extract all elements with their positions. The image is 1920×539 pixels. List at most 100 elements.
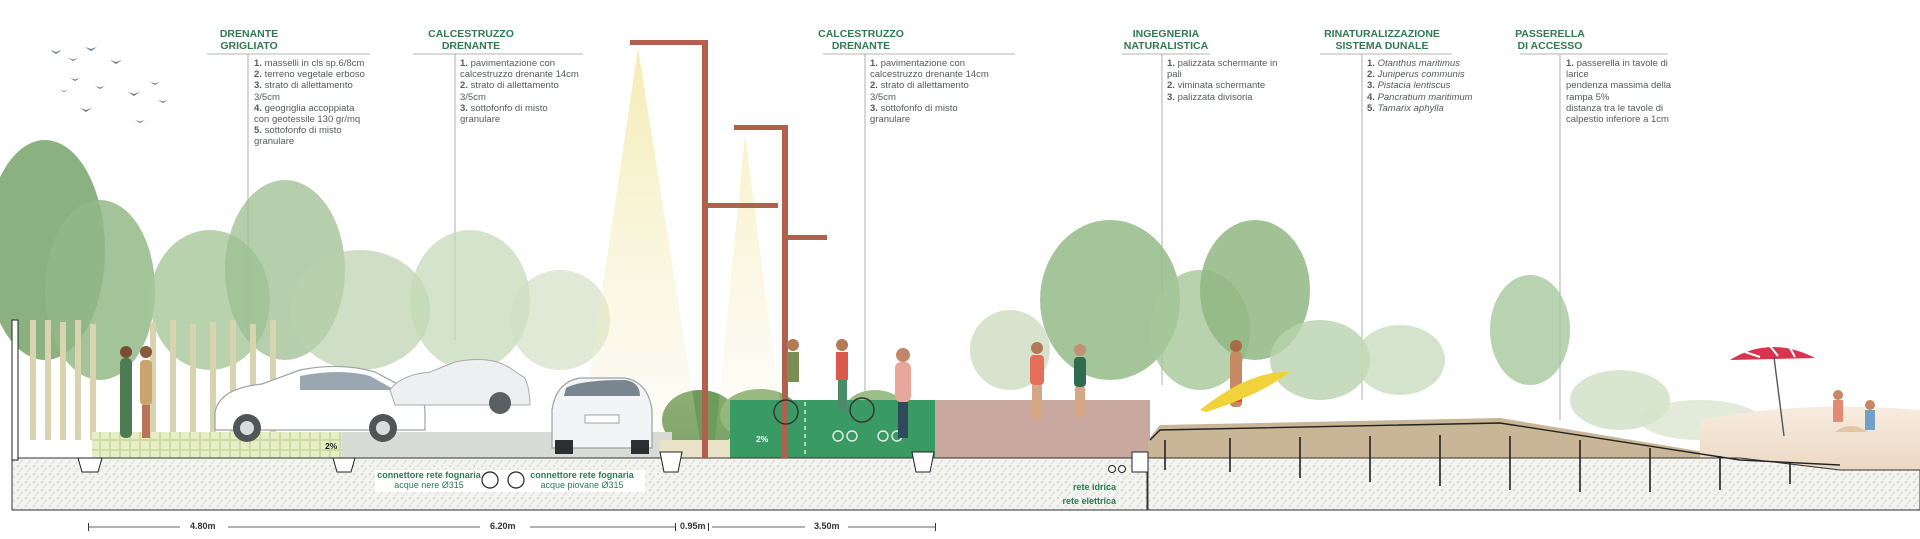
spec-item: 1. pavimentazione con calcestruzzo drena… [460, 58, 580, 80]
dimension-line [88, 523, 936, 531]
sewer-connector-title-2: connettore rete fognaria [530, 470, 634, 480]
slope-label-left: 2% [325, 441, 338, 451]
spec-item: 4. geogriglia accoppiata con geotessile … [254, 103, 372, 125]
water-network-label: rete idrica [1060, 482, 1116, 492]
spec-item-number: 1. [1566, 58, 1577, 69]
dimension-bike-lane: 3.50m [814, 521, 840, 531]
spec-item-number: 1. [1167, 58, 1178, 69]
car-side-view-parked [389, 359, 531, 414]
grass-paving-surface [92, 432, 342, 458]
spec-item-number: 3. [460, 102, 471, 114]
spec-item-text: sottofonfo di misto granulare [460, 102, 548, 126]
slope-label-right: 2% [756, 434, 769, 444]
callout-list-drainage-concrete-lane: 1. pavimentazione con calcestruzzo drena… [870, 58, 990, 125]
spec-item: 3. Pistacia lentiscus [1367, 80, 1497, 91]
vegetation-left [0, 140, 610, 380]
spec-item-text: pavimentazione con calcestruzzo drenante… [870, 58, 989, 81]
spec-item-number: 2. [1167, 80, 1178, 92]
dimension-grass-paving: 4.80m [190, 521, 216, 531]
spec-item-text: Tamarix aphylla [1377, 102, 1444, 114]
spec-item: 2. strato di allettamento 3/5cm [460, 80, 580, 102]
spec-item-text: sottofonfo di misto granulare [870, 102, 958, 126]
callout-title-naturalistic-engineering: INGEGNERIA NATURALISTICA [1123, 28, 1209, 52]
spec-item: 3. sottofonfo di misto granulare [870, 103, 990, 125]
spec-item-number: 4. [254, 102, 265, 114]
pedestrian-path [935, 400, 1150, 458]
spec-item: 1. pavimentazione con calcestruzzo drena… [870, 58, 990, 80]
vegetation-right [970, 220, 1760, 440]
spec-item-number: 3. [254, 80, 265, 92]
black-water-pipe-label: acque nere Ø315 [394, 480, 464, 490]
spec-item: 3. strato di allettamento 3/5cm [254, 80, 372, 102]
boardwalk-edge-line [1149, 422, 1841, 466]
spec-item-text: masselli in cls sp.6/8cm [264, 58, 365, 69]
spec-item: 5. sottofonfo di misto granulare [254, 125, 372, 147]
spec-item: 1. palizzata schermante in pali [1167, 58, 1285, 80]
spec-item-text: distanza tra le tavole di calpestio infe… [1566, 102, 1669, 126]
spec-item: pendenza massima della rampa 5% [1566, 80, 1684, 102]
street-light-poles [630, 40, 827, 458]
spec-item-number: 3. [870, 102, 881, 114]
sewer-connector-label-2: connettore rete fognaria acque piovane Ø… [527, 470, 637, 490]
spec-item-number: 3. [1367, 80, 1378, 92]
spec-item: 2. viminata schermante [1167, 80, 1285, 91]
spec-item-text: terreno vegetale erboso [264, 69, 365, 81]
boardwalk-foundation [1147, 457, 1920, 511]
spec-item: 3. sottofonfo di misto granulare [460, 103, 580, 125]
spec-item-number: 5. [1367, 102, 1378, 114]
dimension-median: 0.95m [680, 521, 706, 531]
spec-item: distanza tra le tavole di calpestio infe… [1566, 103, 1684, 125]
callout-title-dune-renaturalization: RINATURALIZZAZIONE SISTEMA DUNALE [1324, 28, 1440, 52]
water-pipe-icon [1108, 465, 1116, 473]
beach-umbrella [1730, 345, 1875, 437]
spec-item-number: 5. [254, 125, 265, 137]
spec-item-text: geogriglia accoppiata con geotessile 130… [254, 102, 361, 126]
dimension-road: 6.20m [490, 521, 516, 531]
spec-item-text: Pistacia lentiscus [1377, 80, 1451, 92]
electric-network-label: rete elettrica [1048, 496, 1116, 506]
spec-item-text: strato di allettamento 3/5cm [460, 80, 559, 103]
people-walking-left [120, 346, 152, 438]
spec-item: 2. Juniperus communis [1367, 69, 1497, 80]
spec-item-number: 2. [870, 80, 881, 92]
car-rear-view [551, 377, 653, 454]
boardwalk-ramp [1148, 418, 1840, 470]
spec-item-text: strato di allettamento 3/5cm [870, 80, 969, 103]
callout-list-drainage-concrete-road: 1. pavimentazione con calcestruzzo drena… [460, 58, 580, 125]
spec-item-text: pendenza massima della rampa 5% [1566, 80, 1672, 103]
spec-item: 4. Pancratium maritimum [1367, 92, 1497, 103]
birds-decoration [50, 47, 168, 123]
spec-item-number: 1. [870, 58, 881, 69]
spec-item-text: sottofonfo di misto granulare [254, 125, 342, 148]
spec-item-text: Otanthus maritimus [1377, 58, 1460, 69]
light-beams [580, 48, 785, 440]
spec-item-text: Juniperus communis [1377, 69, 1465, 81]
spec-item-number: 4. [1367, 91, 1378, 103]
car-side-view [214, 365, 426, 442]
spec-item-text: passerella in tavole di larice [1566, 58, 1668, 81]
callout-title-access-walkway: PASSERELLA DI ACCESSO [1515, 28, 1585, 52]
electric-network-text: rete elettrica [1062, 496, 1116, 506]
spec-item-number: 2. [1367, 69, 1378, 81]
bike-lane-markings [804, 402, 903, 456]
electric-pipe-icon [1118, 465, 1126, 473]
spec-item-number: 1. [254, 58, 265, 69]
spec-item-number: 1. [460, 58, 471, 69]
sewer-pipe-black-icon [481, 471, 499, 489]
spec-item-text: palizzata divisoria [1177, 91, 1253, 103]
boardwalk-piles [1164, 435, 1791, 492]
spec-item: 1. masselli in cls sp.6/8cm [254, 58, 372, 69]
sewer-connector-title-1: connettore rete fognaria [377, 470, 481, 480]
rain-water-pipe-label: acque piovane Ø315 [540, 480, 624, 490]
spec-item: 2. strato di allettamento 3/5cm [870, 80, 990, 102]
spec-item-text: Pancratium maritimum [1377, 91, 1473, 103]
spec-item-text: strato di allettamento 3/5cm [254, 80, 353, 103]
callout-title-drainage-concrete-lane: CALCESTRUZZO DRENANTE [818, 28, 904, 52]
spec-item: 1. Otanthus maritimus [1367, 58, 1497, 69]
spec-item-number: 1. [1367, 58, 1378, 69]
spec-item: 5. Tamarix aphylla [1367, 103, 1497, 114]
curbs [77, 451, 1149, 473]
